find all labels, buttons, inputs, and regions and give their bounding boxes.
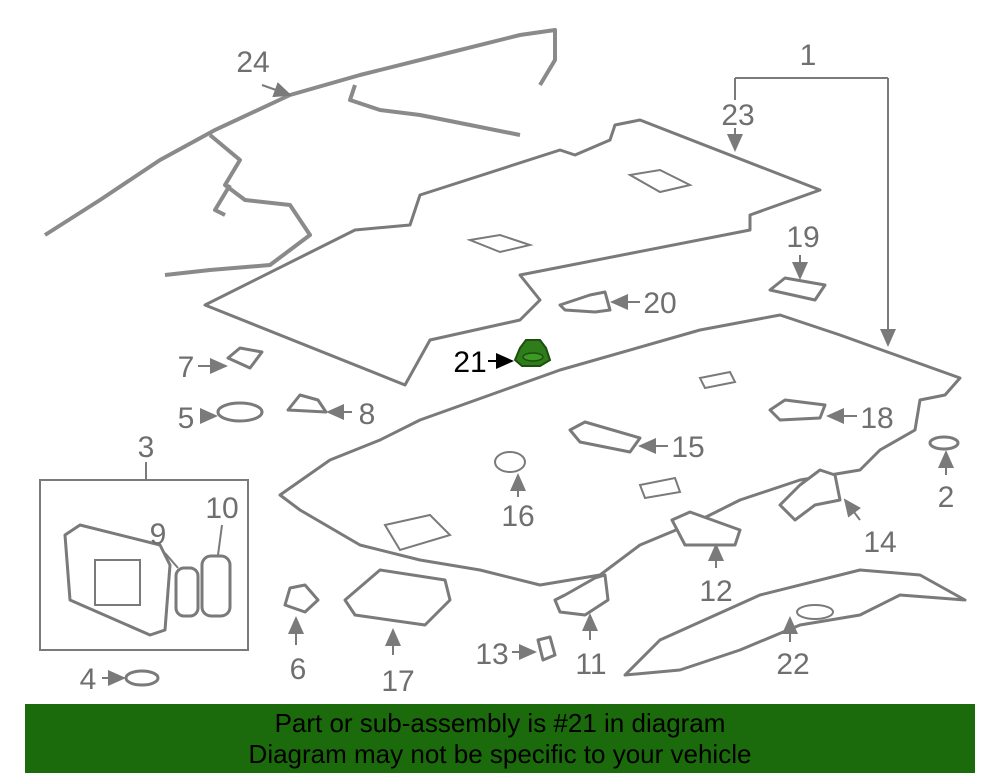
callout-16: 16 — [501, 500, 534, 533]
part-12 — [670, 510, 742, 547]
banner-line-1: Part or sub-assembly is #21 in diagram — [274, 708, 726, 738]
callout-7: 7 — [178, 351, 195, 384]
callout-22: 22 — [776, 648, 809, 681]
callout-21: 21 — [453, 346, 486, 379]
callout-13: 13 — [475, 638, 508, 671]
callout-24: 24 — [236, 46, 269, 79]
callout-10: 10 — [205, 492, 238, 525]
wiring-harness-part-24 — [43, 28, 557, 277]
callout-17: 17 — [381, 665, 414, 698]
callout-2: 2 — [938, 481, 955, 514]
part-18 — [768, 398, 827, 422]
callout-6: 6 — [290, 653, 307, 686]
callout-8: 8 — [359, 398, 376, 431]
callout-15: 15 — [671, 431, 704, 464]
part-10 — [200, 554, 232, 618]
part-7 — [226, 346, 264, 370]
callout-18: 18 — [860, 402, 893, 435]
callout-14: 14 — [863, 526, 896, 559]
part-notice-banner: Part or sub-assembly is #21 in diagram D… — [25, 704, 975, 773]
callout-20: 20 — [643, 287, 676, 320]
part-17 — [343, 568, 452, 627]
callout-5: 5 — [178, 402, 195, 435]
callout-12: 12 — [699, 575, 732, 608]
part-11 — [553, 573, 610, 617]
part-14 — [778, 468, 842, 522]
part-19 — [768, 276, 827, 302]
callout-9: 9 — [150, 518, 167, 551]
part-15 — [568, 420, 642, 454]
callout-1: 1 — [800, 39, 817, 72]
part-13 — [536, 635, 557, 662]
part-4 — [124, 669, 160, 687]
callout-3: 3 — [138, 431, 155, 464]
callout-4: 4 — [80, 663, 97, 696]
roof-panel-part-23 — [203, 118, 822, 387]
callout-23: 23 — [721, 99, 754, 132]
part-2 — [928, 435, 960, 451]
sun-visor-part-3 — [63, 523, 172, 637]
banner-line-2: Diagram may not be specific to your vehi… — [248, 739, 752, 769]
callout-19: 19 — [786, 221, 819, 254]
retainer-part-21-highlighted — [513, 339, 552, 367]
part-6 — [283, 583, 320, 614]
part-9 — [174, 566, 200, 618]
part-20 — [558, 290, 612, 314]
callout-11: 11 — [575, 648, 606, 681]
part-8 — [286, 393, 328, 414]
part-5 — [216, 401, 264, 423]
